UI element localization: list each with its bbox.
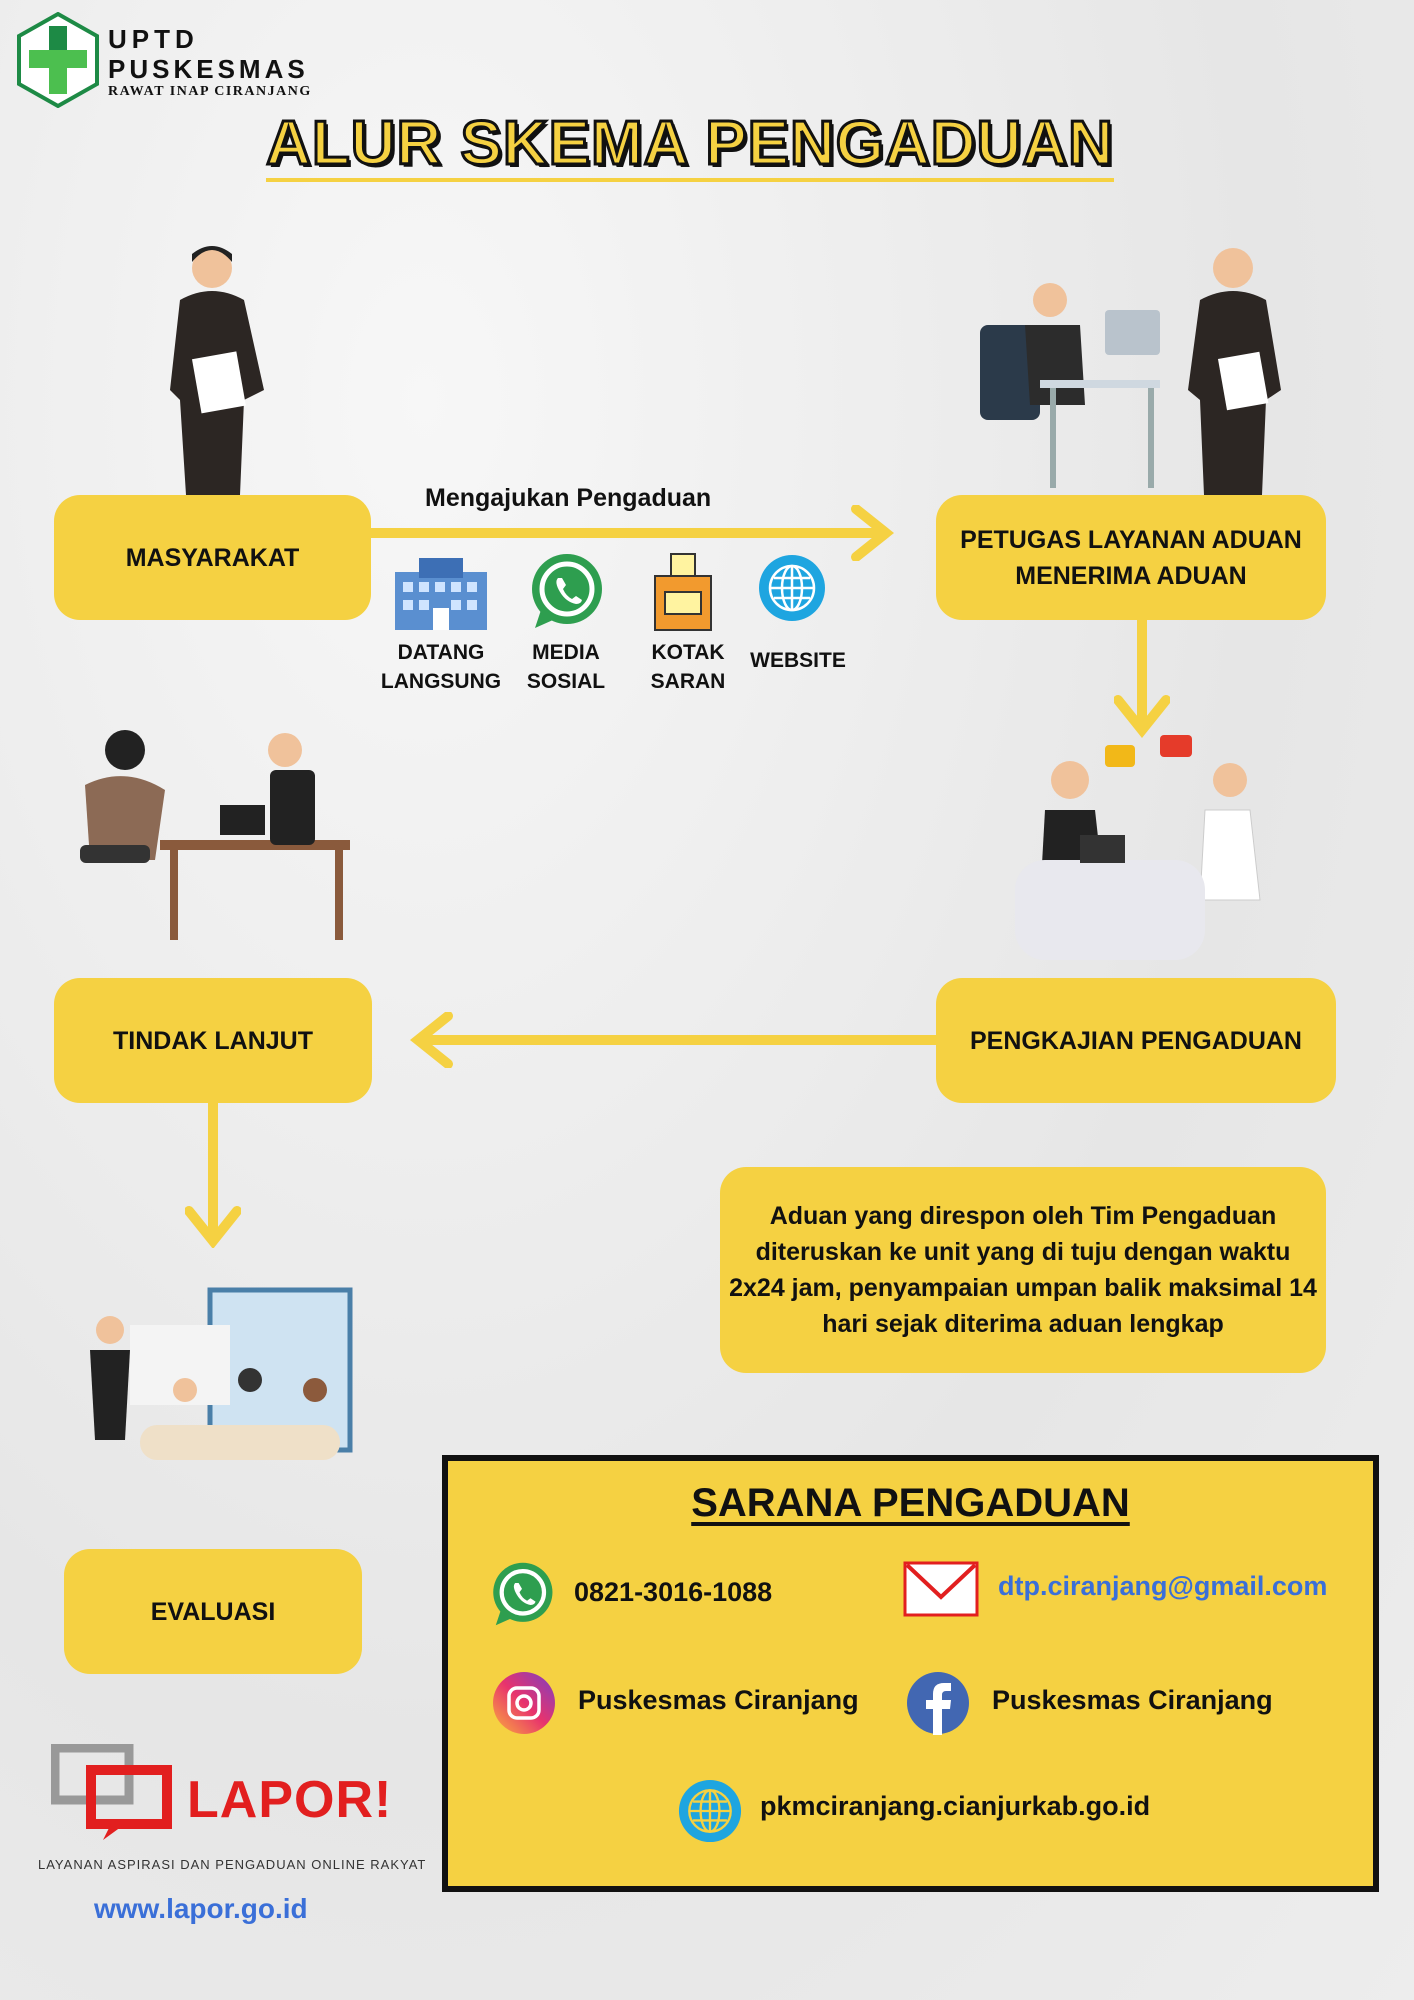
channel-label-media: MEDIA SOSIAL bbox=[526, 641, 606, 693]
response-time-note-text: Aduan yang direspon oleh Tim Pengaduan d… bbox=[729, 1202, 1317, 1338]
globe-icon bbox=[759, 555, 825, 621]
channel-label-website: WEBSITE bbox=[750, 649, 846, 672]
facebook-icon bbox=[907, 1672, 969, 1735]
meeting-illustration bbox=[80, 730, 350, 940]
evaluation-illustration bbox=[90, 1287, 353, 1460]
review-illustration bbox=[1015, 735, 1261, 960]
lapor-logo-text: LAPOR! bbox=[187, 1771, 393, 1829]
instagram-account[interactable]: Puskesmas Ciranjang bbox=[578, 1685, 859, 1715]
arrow-down-icon bbox=[185, 1103, 241, 1248]
response-time-note: Aduan yang direspon oleh Tim Pengaduan d… bbox=[720, 1167, 1326, 1373]
channel-label-kotak: KOTAK SARAN bbox=[650, 641, 726, 693]
arrow-down-icon bbox=[1114, 620, 1170, 738]
globe-icon bbox=[678, 1779, 742, 1843]
page-title: ALUR SKEMA PENGADUAN bbox=[230, 108, 1150, 182]
lapor-tagline: LAYANAN ASPIRASI DAN PENGADUAN ONLINE RA… bbox=[38, 1857, 427, 1872]
logo-line2: PUSKESMAS bbox=[108, 54, 309, 84]
arrow-left-icon bbox=[409, 1012, 938, 1068]
whatsapp-icon bbox=[493, 1562, 553, 1626]
page-title-text: ALUR SKEMA PENGADUAN bbox=[265, 108, 1114, 182]
lapor-logo: LAPOR! bbox=[51, 1744, 391, 1844]
gmail-icon bbox=[903, 1561, 979, 1617]
step-evaluasi: EVALUASI bbox=[64, 1549, 362, 1674]
health-cross-icon bbox=[17, 12, 99, 108]
step-petugas-label: PETUGAS LAYANAN ADUAN MENERIMA ADUAN bbox=[960, 525, 1302, 590]
whatsapp-icon bbox=[532, 554, 602, 628]
suggestion-box-icon bbox=[654, 553, 712, 631]
facebook-account[interactable]: Puskesmas Ciranjang bbox=[992, 1685, 1273, 1715]
logo-line1: UPTD bbox=[108, 24, 199, 54]
step-pengkajian: PENGKAJIAN PENGADUAN bbox=[936, 978, 1336, 1103]
citizen-illustration bbox=[170, 246, 264, 495]
logo-line3: RAWAT INAP CIRANJANG bbox=[108, 84, 312, 99]
arrow-label: Mengajukan Pengaduan bbox=[425, 484, 712, 512]
instagram-icon bbox=[493, 1672, 555, 1734]
arrow-right-icon bbox=[371, 505, 895, 561]
step-tindak-lanjut: TINDAK LANJUT bbox=[54, 978, 372, 1103]
lapor-url[interactable]: www.lapor.go.id bbox=[94, 1893, 308, 1924]
sarana-title: SARANA PENGADUAN bbox=[691, 1481, 1130, 1525]
puskesmas-logo: UPTD PUSKESMAS RAWAT INAP CIRANJANG bbox=[15, 12, 345, 112]
step-evaluasi-label: EVALUASI bbox=[150, 1597, 276, 1626]
channel-label-datang: DATANG LANGSUNG bbox=[380, 641, 502, 693]
step-petugas: PETUGAS LAYANAN ADUAN MENERIMA ADUAN bbox=[936, 495, 1326, 620]
officer-desk-illustration bbox=[980, 248, 1281, 495]
lapor-chat-icon bbox=[51, 1744, 172, 1840]
sarana-pengaduan-panel: SARANA PENGADUAN 0821-3016-1088 dtp.cira… bbox=[442, 1455, 1379, 1892]
phone-number[interactable]: 0821-3016-1088 bbox=[574, 1577, 773, 1607]
step-pengkajian-label: PENGKAJIAN PENGADUAN bbox=[970, 1026, 1302, 1055]
email-link[interactable]: dtp.ciranjang@gmail.com bbox=[998, 1571, 1328, 1601]
website-link[interactable]: pkmciranjang.cianjurkab.go.id bbox=[760, 1791, 1151, 1821]
step-tindak-lanjut-label: TINDAK LANJUT bbox=[113, 1026, 313, 1055]
building-icon bbox=[395, 558, 487, 630]
step-masyarakat-label: MASYARAKAT bbox=[125, 543, 300, 572]
step-masyarakat: MASYARAKAT bbox=[54, 495, 371, 620]
